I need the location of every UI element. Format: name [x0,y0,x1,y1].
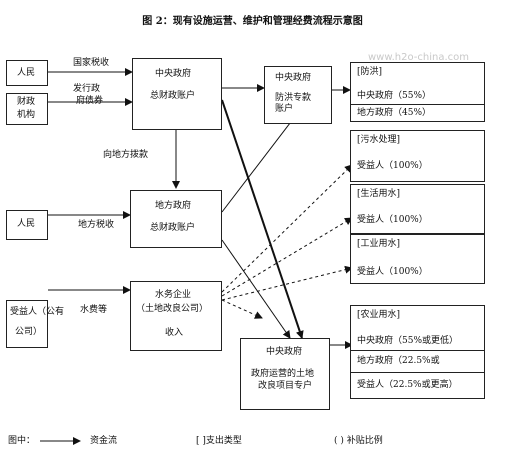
legend-fund-flow: 资金流 [90,436,118,446]
local-gov-box: 地方政府 总财政账户 [130,190,222,248]
dash-to-sewage [221,164,353,293]
central-gov-title: 中央政府 [155,69,192,79]
sewage-category-name: [污水处理] [357,135,401,145]
agri-row-local: 地方政府（22.5%或 [357,356,440,366]
beneficiary-box: 受益人（公有 公司） [6,300,64,348]
sewage-category-box: [污水处理] 受益人（100%） [350,130,485,182]
watermark: www.h2o-china.com [368,52,470,63]
agri-row-central: 中央政府（55%或更低） [357,336,459,346]
industrial-row-beneficiary: 受益人（100%） [357,267,428,277]
industrial-category-name: [工业用水] [357,239,401,249]
people-box-top: 人民 [6,60,48,86]
dash-to-domestic [221,217,353,297]
central-flood-account-2: 账户 [275,104,294,114]
people-label: 人民 [17,68,36,78]
finance-org-label-1: 财政 [17,97,36,107]
dash-to-project [221,299,263,319]
domestic-row-beneficiary: 受益人（100%） [357,215,428,225]
bond-label-1: 发行政 [73,84,101,94]
water-company-title: 水务企业 [155,290,192,300]
people-mid-label: 人民 [17,219,36,229]
flood-category-name: [防洪] [357,67,383,77]
legend-subsidy: ( ) 补贴比例 [334,436,383,446]
land-project-desc-1: 政府运营的土地 [251,369,315,379]
diagram-title: 图 2：现有设施运营、维护和管理经费流程示意图 [142,16,363,27]
central-gov-box: 中央政府 总财政账户 [132,58,222,130]
water-company-subtitle: （土地改良公司） [136,304,209,314]
land-project-desc-2: 改良项目专户 [258,381,313,391]
local-gov-title: 地方政府 [155,201,192,211]
land-project-box: 中央政府 政府运营的土地 改良项目专户 [240,338,330,410]
central-flood-box: 中央政府 防洪专款 账户 [264,66,332,124]
land-project-title: 中央政府 [266,347,303,357]
finance-org-box: 财政 机构 [6,93,48,125]
industrial-category-box: [工业用水] 受益人（100%） [350,234,485,284]
national-tax-label: 国家税收 [73,58,110,68]
flood-category-box: [防洪] 中央政府（55%） 地方政府（45%） [350,62,485,122]
transfer-label: 向地方拨款 [103,150,149,160]
central-gov-account: 总财政账户 [150,91,196,101]
water-fee-label: 水费等 [80,305,108,315]
agri-row-beneficiary: 受益人（22.5%或更高） [357,380,458,390]
agri-category-name: [农业用水] [357,310,401,320]
domestic-category-name: [生活用水] [357,189,401,199]
agri-divider-2 [351,372,484,373]
beneficiary-label: 受益人（公有 [10,307,65,317]
water-company-box: 水务企业 （土地改良公司） 收入 [130,281,222,351]
arrow-local-to-project [221,239,291,339]
dash-to-industrial [221,265,353,301]
legend-expense-type: [ ]支出类型 [196,436,242,446]
agri-category-box: [农业用水] 中央政府（55%或更低） 地方政府（22.5%或 受益人（22.5… [350,305,485,399]
legend-prefix: 图中： [8,436,36,446]
finance-org-label-2: 机构 [17,110,36,120]
agri-divider-1 [351,350,484,351]
arrow-local-to-flood [221,109,301,213]
beneficiary-label-2: 公司） [15,327,43,337]
flood-divider [351,104,484,105]
domestic-category-box: [生活用水] 受益人（100%） [350,184,485,234]
bond-label-2: 府债券 [76,96,104,106]
central-flood-account: 防洪专款 [275,93,312,103]
flood-row-central: 中央政府（55%） [357,91,432,101]
flood-row-local: 地方政府（45%） [357,108,432,118]
arrow-central-to-project [221,99,304,339]
people-box-mid: 人民 [6,210,48,240]
sewage-row-beneficiary: 受益人（100%） [357,161,428,171]
local-gov-account: 总财政账户 [150,223,196,233]
water-company-income: 收入 [165,328,184,338]
local-tax-label: 地方税收 [78,220,115,230]
central-flood-title: 中央政府 [275,73,312,83]
